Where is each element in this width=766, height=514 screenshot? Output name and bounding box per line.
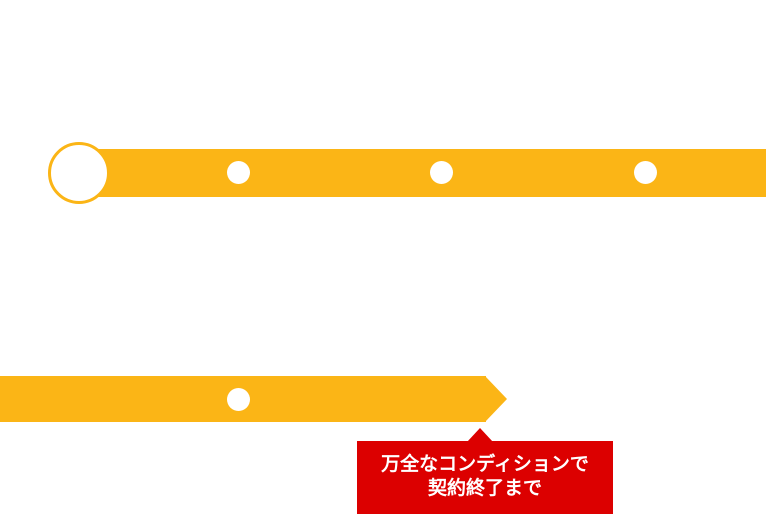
callout-box: 万全なコンディションで 契約終了まで — [357, 441, 613, 514]
timeline-milestone-dot — [634, 161, 657, 184]
callout-pointer — [467, 428, 493, 442]
callout-line-2: 契約終了まで — [427, 476, 542, 499]
timeline-start-marker — [48, 142, 110, 204]
timeline-milestone-dot — [227, 161, 250, 184]
timeline-bar-upper — [78, 149, 766, 197]
callout-line-1: 万全なコンディションで — [381, 452, 589, 475]
timeline-arrow-head — [485, 376, 507, 422]
timeline-milestone-dot — [227, 388, 250, 411]
timeline-milestone-dot — [430, 161, 453, 184]
